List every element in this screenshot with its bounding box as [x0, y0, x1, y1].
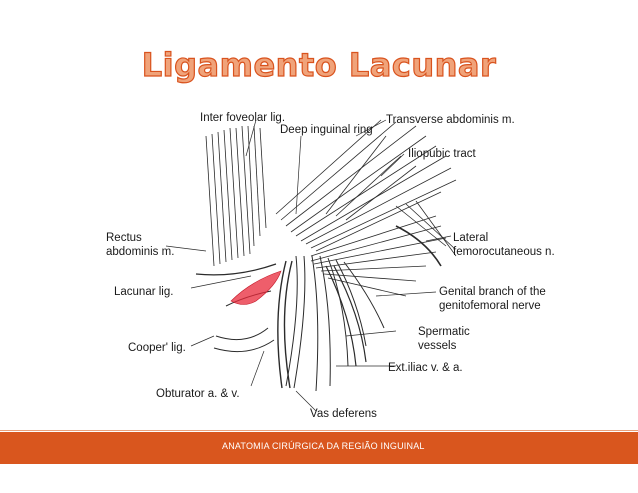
label-genital-1: Genital branch of the	[439, 286, 546, 298]
label-vas-deferens: Vas deferens	[310, 408, 377, 420]
label-lateral-1: Lateral	[453, 232, 489, 244]
leader-lines	[165, 119, 452, 412]
footer-bar	[0, 432, 638, 464]
lateral-femorocutaneous-nerve	[395, 225, 442, 267]
label-spermatic-1: Spermatic	[418, 326, 470, 338]
label-ext-iliac: Ext.iliac v. & a.	[388, 362, 463, 374]
label-genital-2: genitofemoral nerve	[439, 300, 541, 312]
footer-divider	[0, 430, 638, 431]
label-rectus-1: Rectus	[106, 232, 142, 244]
footer-caption: ANATOMIA CIRÚRGICA DA REGIÃO INGUINAL	[222, 441, 425, 451]
label-transverse-abdominis: Transverse abdominis m.	[386, 114, 515, 126]
label-obturator: Obturator a. & v.	[156, 388, 240, 400]
label-spermatic-2: vessels	[418, 340, 457, 352]
slide-title: Ligamento Lacunar	[141, 45, 497, 84]
label-lateral-2: femorocutaneous n.	[453, 246, 555, 258]
coopers-ligament	[195, 263, 277, 276]
transverse-abdominis-fibers	[275, 119, 457, 252]
spermatic-cord	[285, 255, 385, 392]
vas-deferens	[277, 260, 287, 389]
label-lacunar: Lacunar lig.	[114, 286, 174, 298]
label-coopers: Cooper' lig.	[128, 342, 186, 354]
inguinal-anatomy-diagram: Inter foveolar lig. Deep inguinal ring T…	[96, 96, 556, 426]
lacunar-ligament-highlight	[230, 270, 282, 305]
label-rectus-2: abdominis m.	[106, 246, 175, 258]
label-deep-inguinal-ring: Deep inguinal ring	[280, 124, 373, 136]
anatomy-illustration	[165, 119, 457, 412]
label-inter-foveolar: Inter foveolar lig.	[200, 112, 286, 124]
label-iliopubic-tract: Iliopubic tract	[408, 148, 476, 160]
rectus-abdominis-fibers	[205, 125, 267, 267]
external-iliac-vessels	[325, 265, 367, 367]
